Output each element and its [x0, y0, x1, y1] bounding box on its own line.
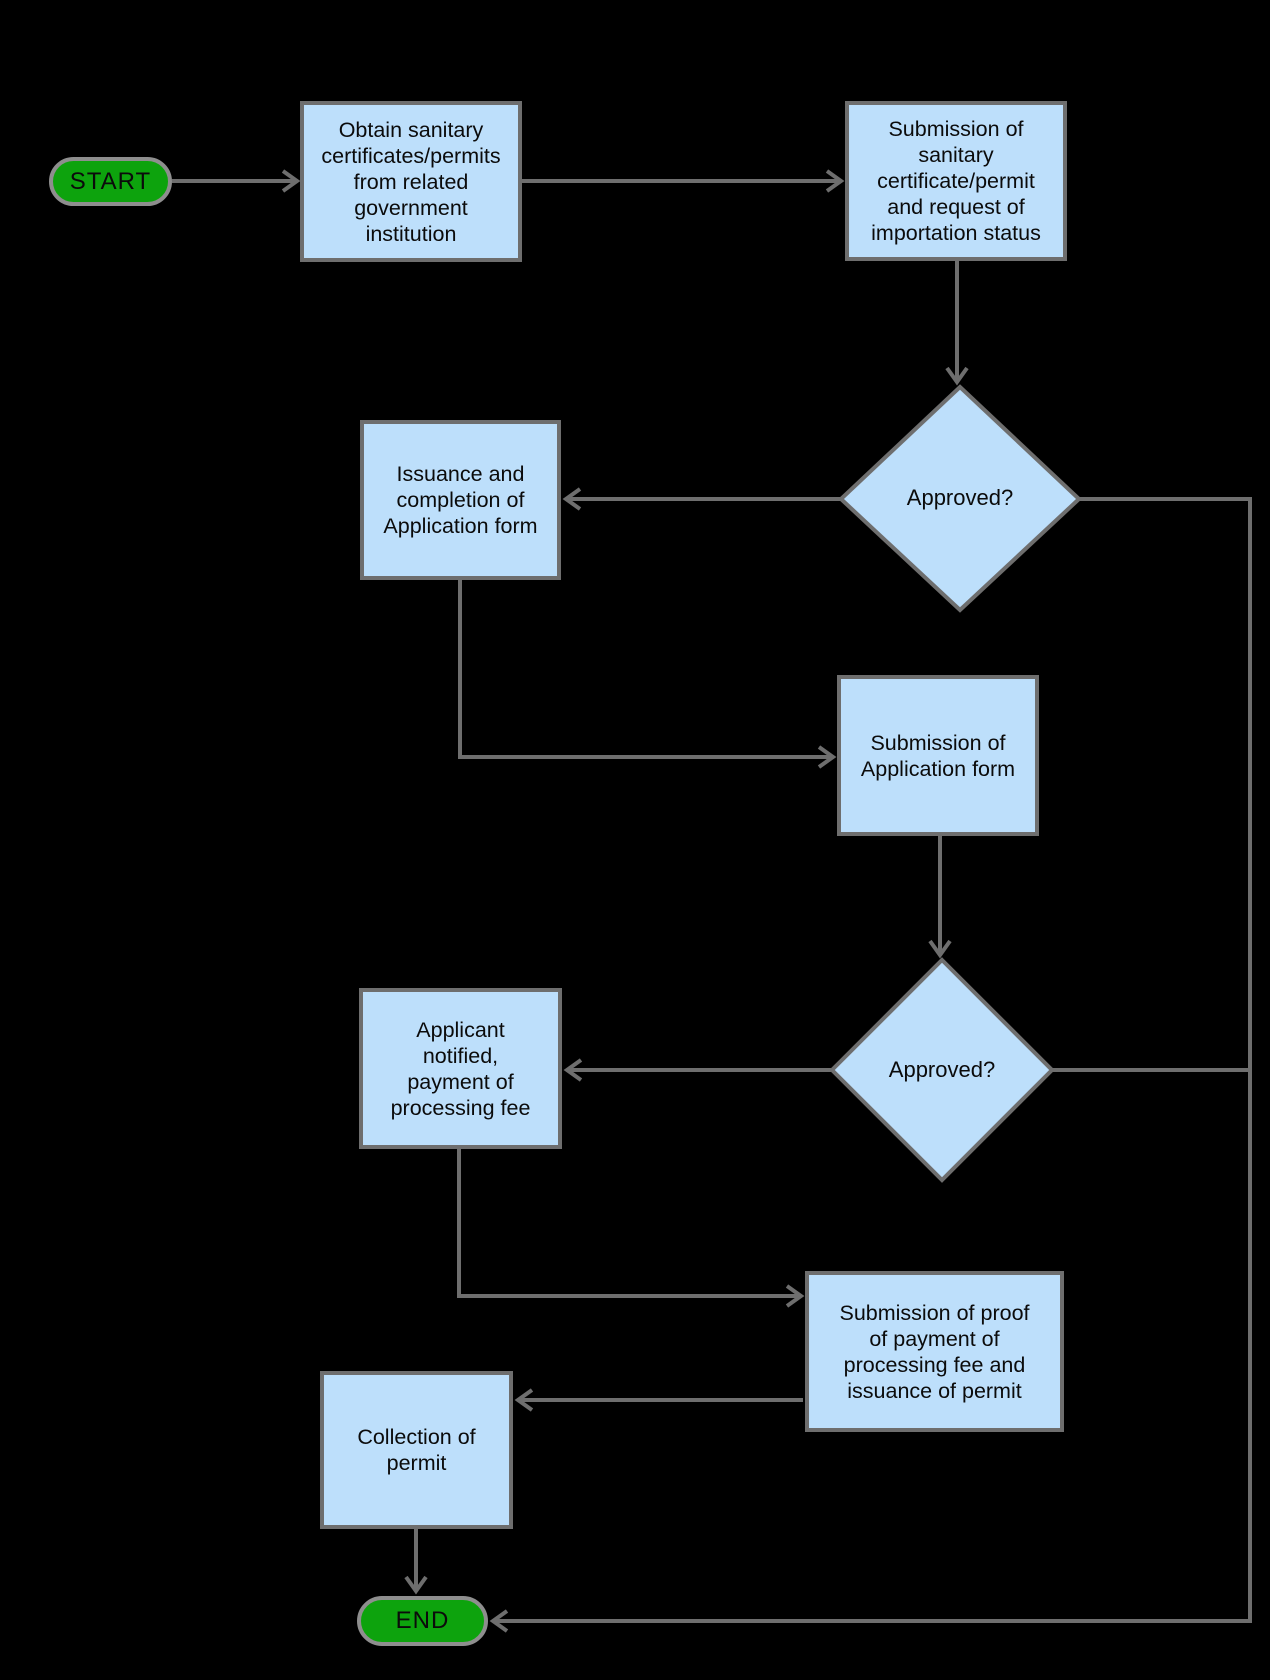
process-collection-permit: Collection of permit [320, 1371, 513, 1529]
decision-diamond-approved2 [829, 957, 1055, 1183]
decision-diamond-approved1 [838, 384, 1082, 613]
process-issuance-application-form: Issuance and completion of Application f… [360, 420, 561, 580]
start-terminator: START [49, 157, 172, 206]
process-submission-proof-payment: Submission of proof of payment of proces… [805, 1271, 1064, 1432]
edge-approved1-no-rail-to-end [489, 497, 1252, 1633]
edge-applicant-notified-to-submission-proof [457, 1148, 805, 1308]
end-terminator: END [357, 1596, 488, 1646]
edge-issuance-to-submission-application [458, 579, 837, 769]
process-obtain-certificates: Obtain sanitary certificates/permits fro… [300, 101, 522, 262]
process-submission-application-form: Submission of Application form [837, 675, 1039, 836]
process-applicant-notified: Applicant notified, payment of processin… [359, 988, 562, 1149]
process-submission-certificate: Submission of sanitary certificate/permi… [845, 101, 1067, 261]
